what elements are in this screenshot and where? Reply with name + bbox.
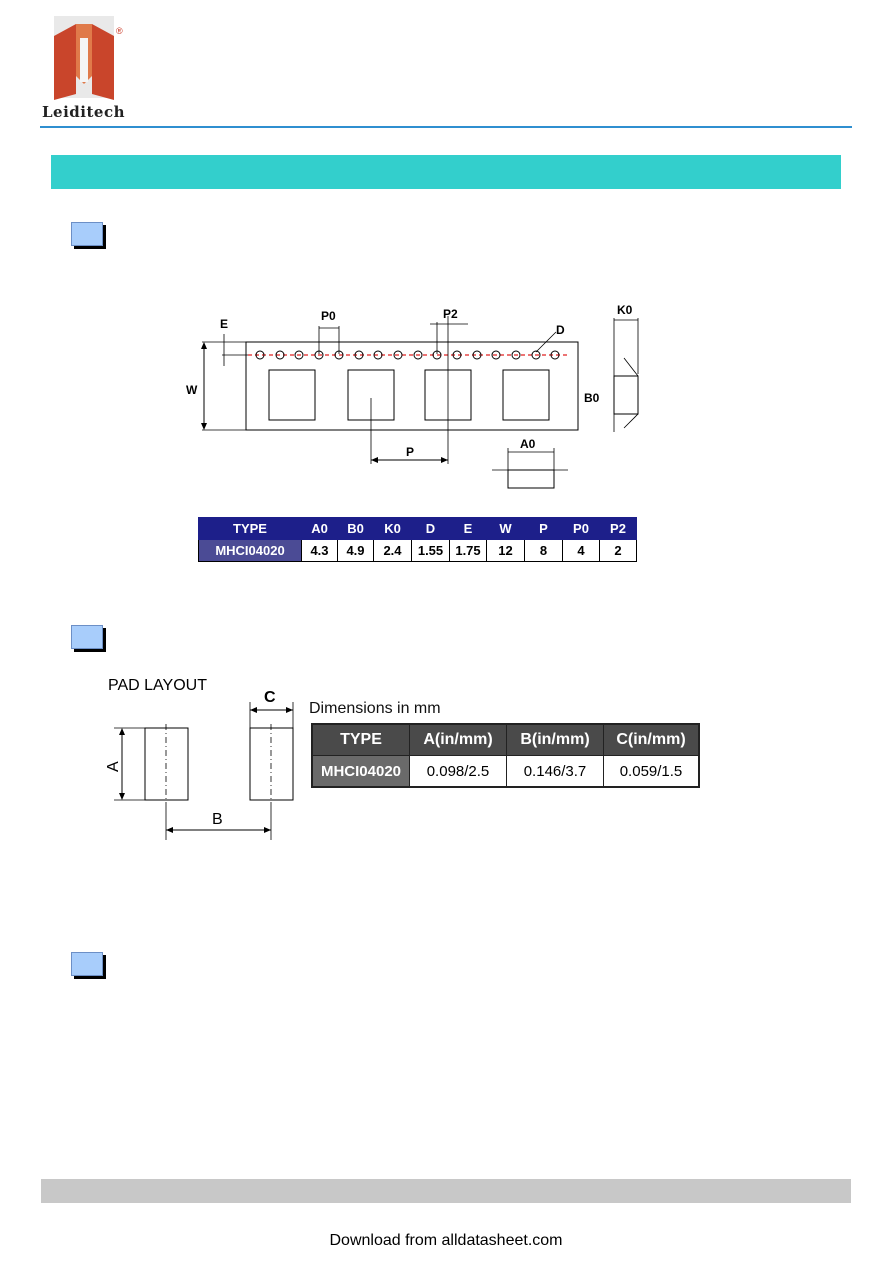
table-header: P0 [562, 517, 600, 540]
table-cell: 0.146/3.7 [506, 755, 604, 788]
table-cell: 4.3 [301, 539, 338, 562]
pad-label-b: B [212, 811, 223, 828]
table-cell: MHCI04020 [311, 755, 410, 788]
table-cell: 4 [562, 539, 600, 562]
table-cell: 1.55 [411, 539, 450, 562]
table-header: P2 [599, 517, 637, 540]
header-rule [40, 126, 852, 128]
table-header: K0 [373, 517, 412, 540]
table-row: MHCI04020 0.098/2.5 0.146/3.7 0.059/1.5 [311, 755, 700, 788]
label-d: D [556, 323, 565, 337]
label-k0: K0 [617, 303, 633, 317]
table-header: C(in/mm) [603, 723, 700, 756]
table-header: P [524, 517, 563, 540]
section-marker-extra [71, 952, 103, 976]
table-row: MHCI04020 4.3 4.9 2.4 1.55 1.75 12 8 4 2 [198, 539, 637, 562]
table-cell: 1.75 [449, 539, 487, 562]
tape-dimension-table: TYPE A0 B0 K0 D E W P P0 P2 MHCI04020 4.… [198, 517, 637, 562]
table-header: W [486, 517, 525, 540]
section-marker-tape [71, 222, 103, 246]
footer-bar [41, 1179, 851, 1203]
table-cell: 2.4 [373, 539, 412, 562]
pad-label-a: A [105, 761, 122, 772]
title-bar [51, 155, 841, 189]
label-e: E [220, 317, 228, 331]
table-cell: 8 [524, 539, 563, 562]
registered-mark: ® [116, 26, 123, 36]
label-p2: P2 [443, 307, 458, 321]
table-header: E [449, 517, 487, 540]
table-header: D [411, 517, 450, 540]
table-cell: 0.059/1.5 [603, 755, 700, 788]
pad-layout-title: PAD LAYOUT [108, 677, 207, 694]
label-w: W [186, 383, 198, 397]
label-p: P [406, 445, 414, 459]
table-cell: 0.098/2.5 [409, 755, 507, 788]
label-p0: P0 [321, 309, 336, 323]
table-header-row: TYPE A0 B0 K0 D E W P P0 P2 [198, 517, 637, 540]
pad-label-c: C [264, 689, 276, 706]
table-header: TYPE [311, 723, 410, 756]
label-a0: A0 [520, 437, 536, 451]
download-source-text: Download from alldatasheet.com [329, 1232, 563, 1249]
tape-dimension-drawing: W E P0 P2 D P K0 B0 A0 [178, 298, 658, 494]
dimensions-note: Dimensions in mm [309, 700, 441, 717]
brand-name: Leiditech [42, 103, 125, 121]
table-cell: MHCI04020 [198, 539, 302, 562]
table-cell: 4.9 [337, 539, 374, 562]
table-header: TYPE [198, 517, 302, 540]
table-header: A(in/mm) [409, 723, 507, 756]
section-marker-pad [71, 625, 103, 649]
pad-dimension-table: TYPE A(in/mm) B(in/mm) C(in/mm) MHCI0402… [311, 723, 700, 788]
table-header: B(in/mm) [506, 723, 604, 756]
table-cell: 2 [599, 539, 637, 562]
pad-layout-drawing: PAD LAYOUT A B C [105, 677, 294, 840]
table-cell: 12 [486, 539, 525, 562]
table-header-row: TYPE A(in/mm) B(in/mm) C(in/mm) [311, 723, 700, 756]
table-header: B0 [337, 517, 374, 540]
table-header: A0 [301, 517, 338, 540]
label-b0: B0 [584, 391, 600, 405]
leiditech-logo-icon [54, 16, 114, 100]
